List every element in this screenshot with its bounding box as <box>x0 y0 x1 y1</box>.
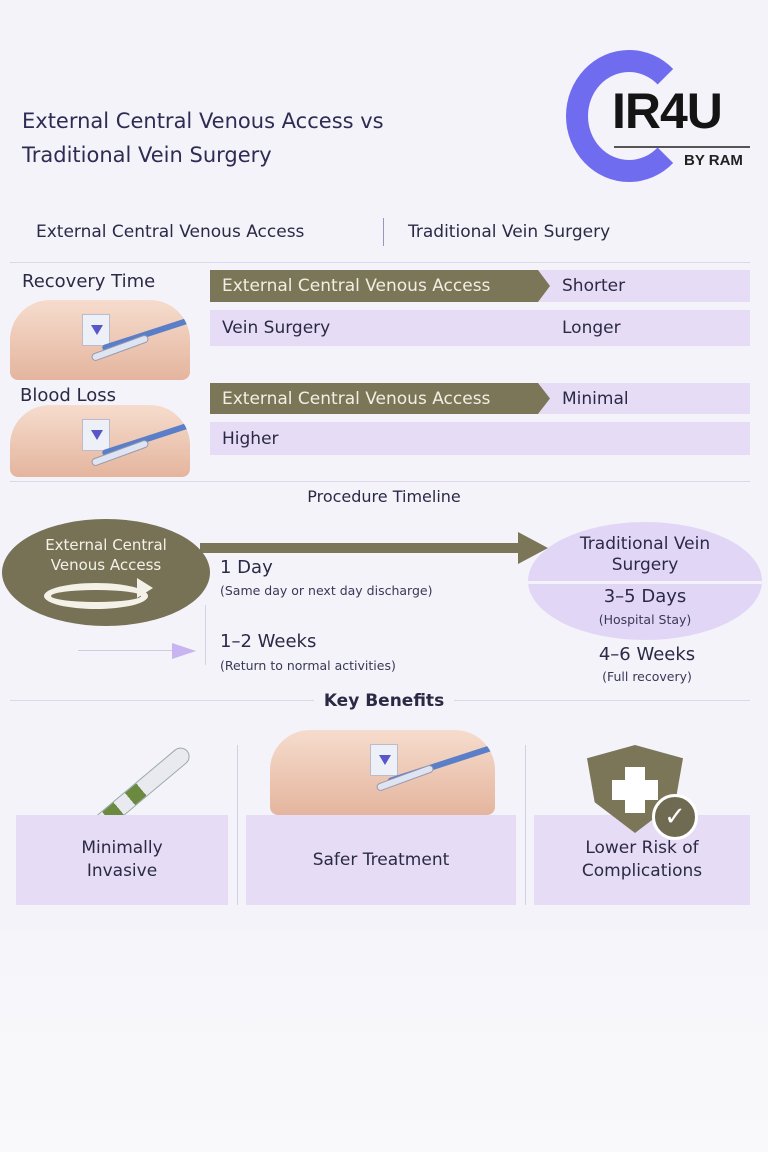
benefit-label: Lower Risk of Complications <box>581 838 703 881</box>
catheter-neck-illustration <box>10 405 190 477</box>
timeline-value: 3–5 Days <box>603 586 687 607</box>
row-value: Longer <box>562 318 621 338</box>
timeline-arrow-shaft <box>200 543 522 553</box>
logo-divider <box>614 146 750 148</box>
divider <box>10 481 750 482</box>
catheter-neck-illustration <box>10 300 190 380</box>
benefit-separator <box>525 745 526 905</box>
row-method: Higher <box>222 428 279 449</box>
blood-loss-label: Blood Loss <box>20 385 117 406</box>
comparison-row: Vein Surgery Longer <box>210 310 750 346</box>
comparison-row: External Central Venous Access Minimal <box>210 383 750 414</box>
page-title: External Central Venous Access vs Traditi… <box>22 104 384 172</box>
cycle-arrow-icon <box>44 578 153 609</box>
benefits-title: Key Benefits <box>313 691 455 711</box>
title-line: External Central Venous Access vs <box>22 109 384 133</box>
left-method-ellipse: External Central Venous Access <box>2 519 210 626</box>
logo-tagline: BY RAM <box>684 152 743 169</box>
right-method-label: Traditional Vein Surgery <box>579 534 711 575</box>
row-value: Shorter <box>562 276 626 296</box>
ellipse-divider <box>528 581 762 584</box>
benefit-card: Lower Risk of Complications <box>534 815 750 905</box>
timeline-note: (Hospital Stay) <box>598 612 692 627</box>
title-line: Traditional Vein Surgery <box>22 143 272 167</box>
timeline-note: (Full recovery) <box>602 669 692 684</box>
divider <box>10 262 750 263</box>
small-arrow-shaft <box>78 650 178 651</box>
left-method-label: External Central Venous Access <box>45 536 167 574</box>
benefit-card: Minimally Invasive <box>16 815 228 905</box>
right-method-ellipse: Traditional Vein Surgery 3–5 Days (Hospi… <box>528 522 762 640</box>
catheter-neck-illustration <box>270 730 495 815</box>
recovery-time-label: Recovery Time <box>22 271 156 292</box>
column-header-right: Traditional Vein Surgery <box>408 222 611 242</box>
timeline-title: Procedure Timeline <box>307 487 461 506</box>
timeline-note: (Return to normal activities) <box>220 658 396 673</box>
method-highlight: External Central Venous Access <box>210 383 550 414</box>
timeline-value: 1 Day <box>220 557 273 578</box>
row-method: Vein Surgery <box>222 318 331 338</box>
timeline-note: (Same day or next day discharge) <box>220 583 433 598</box>
column-header-left: External Central Venous Access <box>36 222 305 242</box>
timeline-value: 1–2 Weeks <box>220 631 317 652</box>
logo-text: IR4U <box>612 83 723 139</box>
timeline-connector <box>205 605 206 665</box>
comparison-row: External Central Venous Access Shorter <box>210 270 750 302</box>
logo: IR4U BY RAM <box>560 46 760 186</box>
column-separator <box>383 218 384 246</box>
blank-footer <box>0 930 768 1152</box>
small-arrow-head-icon <box>172 643 196 659</box>
timeline-value: 4–6 Weeks <box>598 644 696 665</box>
benefit-label: Safer Treatment <box>312 849 450 870</box>
checkmark-icon: ✓ <box>652 794 698 840</box>
method-highlight: External Central Venous Access <box>210 270 550 302</box>
benefit-card: Safer Treatment <box>246 815 516 905</box>
benefit-label: Minimally Invasive <box>81 838 163 881</box>
benefit-separator <box>237 745 238 905</box>
comparison-row: Higher <box>210 422 750 455</box>
row-value: Minimal <box>562 388 629 409</box>
